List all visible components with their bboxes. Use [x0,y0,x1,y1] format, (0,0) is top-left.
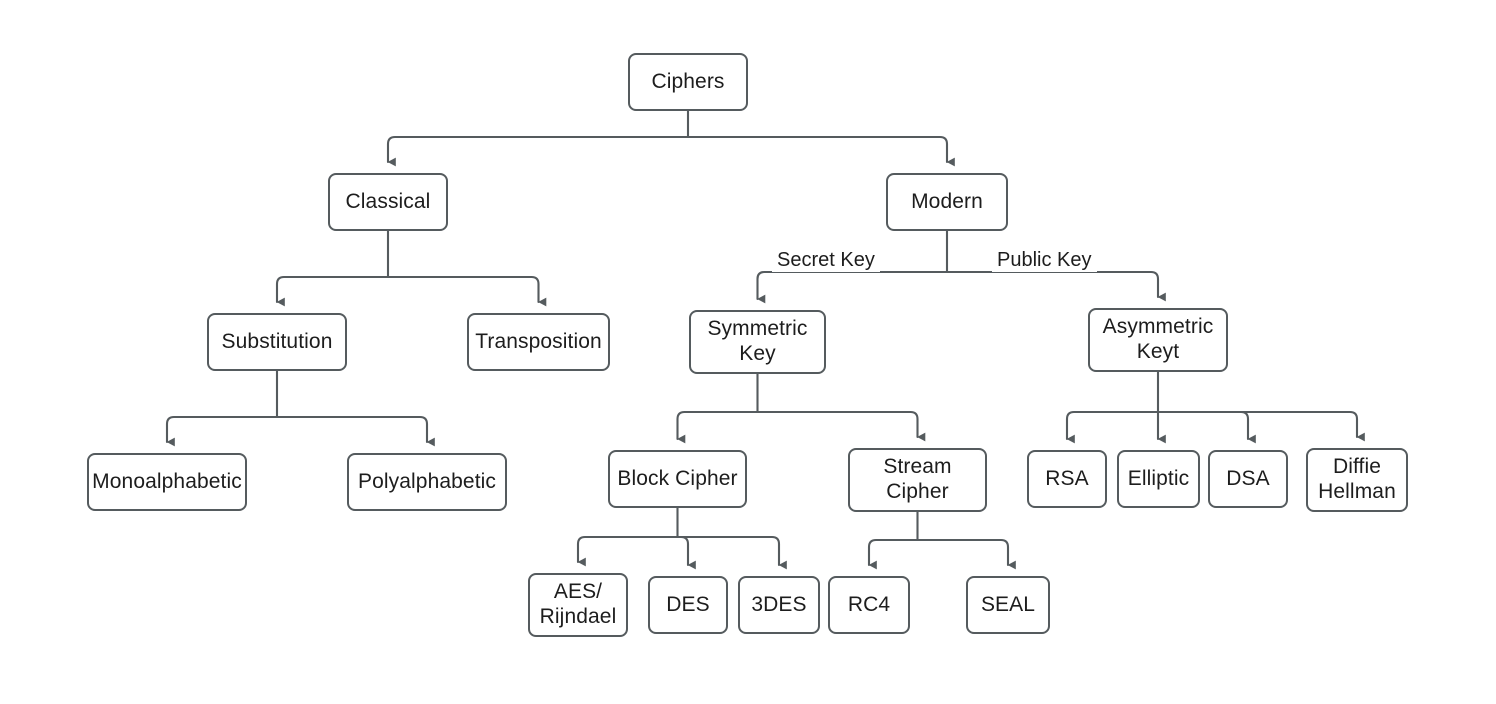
node-ciphers[interactable]: Ciphers [628,53,748,111]
connector-branch [165,415,279,447]
node-aes-rijndael[interactable]: AES/ Rijndael [528,573,628,637]
connector-branch [386,275,547,307]
node-polyalphabetic[interactable]: Polyalphabetic [347,453,507,511]
connector-branch [576,535,679,567]
node-classical[interactable]: Classical [328,173,448,231]
node-symmetric-key[interactable]: Symmetric Key [689,310,826,374]
connector-branch [1156,410,1365,442]
edge-label-secret-key: Secret Key [772,249,880,272]
node-rc4[interactable]: RC4 [828,576,910,634]
node-des[interactable]: DES [648,576,728,634]
node-elliptic[interactable]: Elliptic [1117,450,1200,508]
node-substitution[interactable]: Substitution [207,313,347,371]
connector-branch [867,538,919,570]
node-diffie-hellman[interactable]: Diffie Hellman [1306,448,1408,512]
node-modern[interactable]: Modern [886,173,1008,231]
edge-label-public-key: Public Key [992,249,1097,272]
connector-branch [275,415,435,447]
node-rsa[interactable]: RSA [1027,450,1107,508]
node-stream-cipher[interactable]: Stream Cipher [848,448,987,512]
connector-branch [386,135,690,167]
node-3des[interactable]: 3DES [738,576,820,634]
node-seal[interactable]: SEAL [966,576,1050,634]
connector-branch [676,410,759,444]
node-monoalphabetic[interactable]: Monoalphabetic [87,453,247,511]
connector-branch [275,275,390,307]
node-transposition[interactable]: Transposition [467,313,610,371]
connector-branch [916,538,1016,570]
connector-branch [676,535,787,570]
connector-branch [756,410,926,442]
node-asymmetric-key[interactable]: Asymmetric Keyt [1088,308,1228,372]
connector-branch [756,270,949,304]
connector-branch [945,270,1166,302]
connector-branch [1156,410,1256,444]
connector-branch [686,135,955,167]
connector-branch [1065,410,1160,444]
node-dsa[interactable]: DSA [1208,450,1288,508]
node-block-cipher[interactable]: Block Cipher [608,450,747,508]
connector-branch [676,535,696,570]
